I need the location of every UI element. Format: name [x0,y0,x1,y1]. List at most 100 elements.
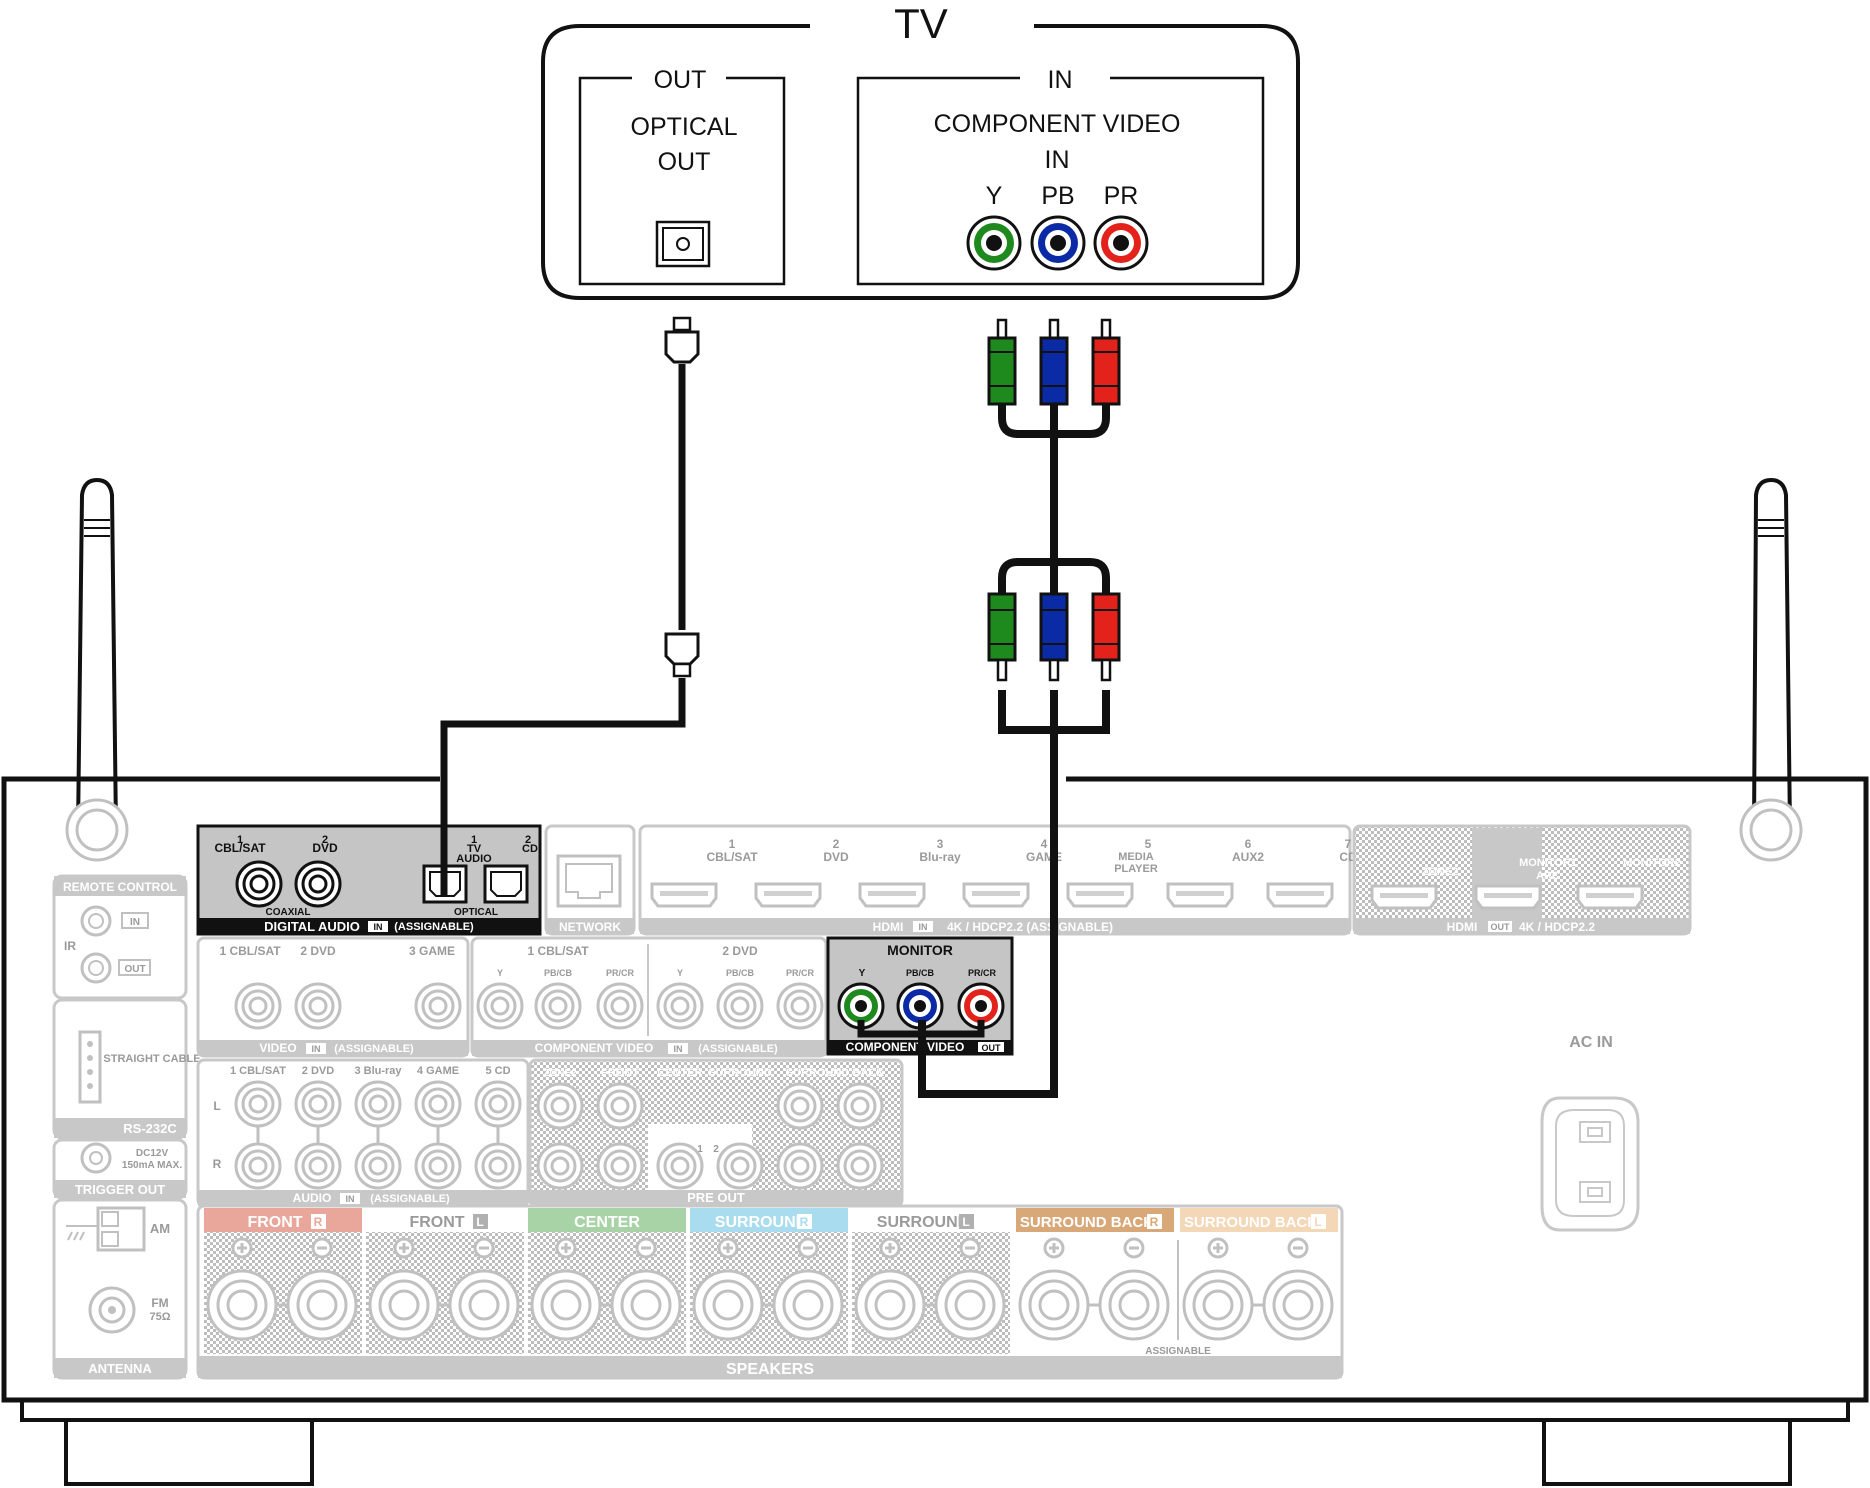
video-in-panel: 1 CBL/SAT 2 DVD 3 GAME VIDEO IN (ASSIGNA… [196,936,470,1058]
rca-plug-bottom-pr [1091,592,1121,682]
audio-in-r-jack-5[interactable] [474,1142,522,1190]
hdmi-out-zone2-port[interactable] [1370,884,1438,910]
pre-out-bottom-jack-1[interactable] [536,1142,584,1190]
video-in-jack-3[interactable] [414,982,462,1030]
optical2-port[interactable] [483,864,529,904]
component-in-jack-5[interactable] [716,982,764,1030]
speaker-group-header [204,1208,362,1232]
speaker-post-3-minus[interactable] [610,1269,682,1341]
pre-out-top-jack-3[interactable] [776,1082,824,1130]
pre-out-bottom-jack-5[interactable] [776,1142,824,1190]
antenna-left [65,477,129,862]
component-in-jack-2[interactable] [534,982,582,1030]
audio-in-l-jack-4[interactable] [414,1080,462,1128]
network-port[interactable] [556,854,622,908]
audio-in-l-jack-3[interactable] [354,1080,402,1128]
speaker-post-5-minus[interactable] [934,1269,1006,1341]
speaker-post-1-plus[interactable] [206,1269,278,1341]
coax2-jack[interactable] [294,860,342,908]
pre-out-top-jack-1[interactable] [536,1082,584,1130]
audio-in-r-jack-3[interactable] [354,1142,402,1190]
fm-jack[interactable] [88,1286,136,1334]
pre-out-bottom-jack-2[interactable] [596,1142,644,1190]
hdmi-out-panel: ZONE2 MONITOR1 ARC MONITOR2 HDMI OUT 4K … [1352,824,1692,936]
speaker-post-5-plus[interactable] [854,1269,926,1341]
monitor-y-label: Y [859,968,866,979]
speaker-post-7-minus[interactable] [1262,1269,1334,1341]
hdmi-in-port-4[interactable] [962,882,1030,908]
audio-in-r-jack-2[interactable] [294,1142,342,1190]
speaker-group-label-7: SURROUND BACK [1184,1214,1318,1231]
component-in-jack-4[interactable] [656,982,704,1030]
hdmi-in-port-1[interactable] [650,882,718,908]
monitor-pb-jack[interactable] [896,982,944,1030]
hdmi-out-monitor1-port[interactable] [1474,884,1542,910]
speaker-post-4-plus[interactable] [692,1269,764,1341]
component-in-jack-3[interactable] [596,982,644,1030]
hdmi-in-port-2[interactable] [754,882,822,908]
speaker-post-6-plus[interactable] [1018,1269,1090,1341]
speaker-post-4-minus[interactable] [772,1269,844,1341]
ir-in-jack[interactable] [80,905,112,937]
component-in-jack-1[interactable] [476,982,524,1030]
ac-in-socket[interactable] [1540,1096,1640,1232]
pre-out-bottom-jack-4[interactable] [716,1142,764,1190]
pre-out-bottom-jack-3[interactable] [656,1142,704,1190]
monitor-pr-jack[interactable] [957,982,1005,1030]
speaker-post-3-plus[interactable] [530,1269,602,1341]
monitor2-label: MONITOR2 [1623,857,1681,869]
hdmi-in-port-7[interactable] [1266,882,1334,908]
audio-in-r-jack-4[interactable] [414,1142,462,1190]
am-terminal[interactable] [66,1206,146,1252]
pre-out-top-jack-2[interactable] [596,1082,644,1130]
speaker-post-2-plus[interactable] [368,1269,440,1341]
antenna-right [1739,477,1803,862]
hdmi-in-footer: HDMI [873,920,904,934]
audio-in-l-jack-2[interactable] [294,1080,342,1128]
tv-box: TV OUT OPTICAL OUT IN COMPONENT VIDEO IN… [541,0,1300,300]
trigger-out-panel: DC12V 150mA MAX. TRIGGER OUT [52,1138,188,1200]
pre-out-top-jack-4[interactable] [836,1082,884,1130]
speaker-post-7-plus[interactable] [1182,1269,1254,1341]
video-in-label-3: 3 GAME [409,944,455,958]
ac-in-panel: AC IN [1540,1034,1640,1232]
opt1-label-b: AUDIO [456,853,492,865]
video-in-label-1: 1 CBL/SAT [219,944,281,958]
component-in-jack-label-2: PB/CB [544,968,573,978]
pre-out-bottom-jack-6[interactable] [836,1142,884,1190]
audio-in-l-jack-5[interactable] [474,1080,522,1128]
speaker-channel-badge [1147,1214,1162,1229]
ir-out-jack[interactable] [80,952,112,984]
video-in-jack-1[interactable] [234,982,282,1030]
coax1-jack[interactable] [235,860,283,908]
audio-in-l-jack-1[interactable] [234,1080,282,1128]
video-in-jack-2[interactable] [294,982,342,1030]
tv-pr-jack[interactable] [1093,215,1149,271]
speaker-post-2-minus[interactable] [448,1269,520,1341]
speaker-channel-badge [473,1214,488,1229]
tv-pb-jack[interactable] [1030,215,1086,271]
tv-optical-port[interactable] [655,220,711,268]
hdmi-out-monitor2-port[interactable] [1576,884,1644,910]
speaker-group-label-1: FRONT [247,1214,302,1231]
trigger-out-jack[interactable] [80,1142,112,1174]
tv-out-label: OUT [654,66,707,94]
hdmi-in-port-6[interactable] [1166,882,1234,908]
speaker-post-6-minus[interactable] [1098,1269,1170,1341]
speaker-post-1-minus[interactable] [286,1269,358,1341]
hdmi-in-num-5: 5 [1145,837,1152,851]
hdmi-in-port-3[interactable] [858,882,926,908]
audio-in-r-jack-1[interactable] [234,1142,282,1190]
component-in-jack-6[interactable] [776,982,824,1030]
speaker-group-header [366,1208,524,1232]
hdmi-in-port-5[interactable] [1066,882,1134,908]
rs232c-port[interactable] [78,1030,102,1104]
audio-in-footer-in: IN [346,1194,355,1204]
tv-y-jack[interactable] [966,215,1022,271]
speaker-channel-badge [797,1214,812,1229]
tv-title: TV [894,0,948,47]
hdmi-in-num-1: 1 [729,837,736,851]
